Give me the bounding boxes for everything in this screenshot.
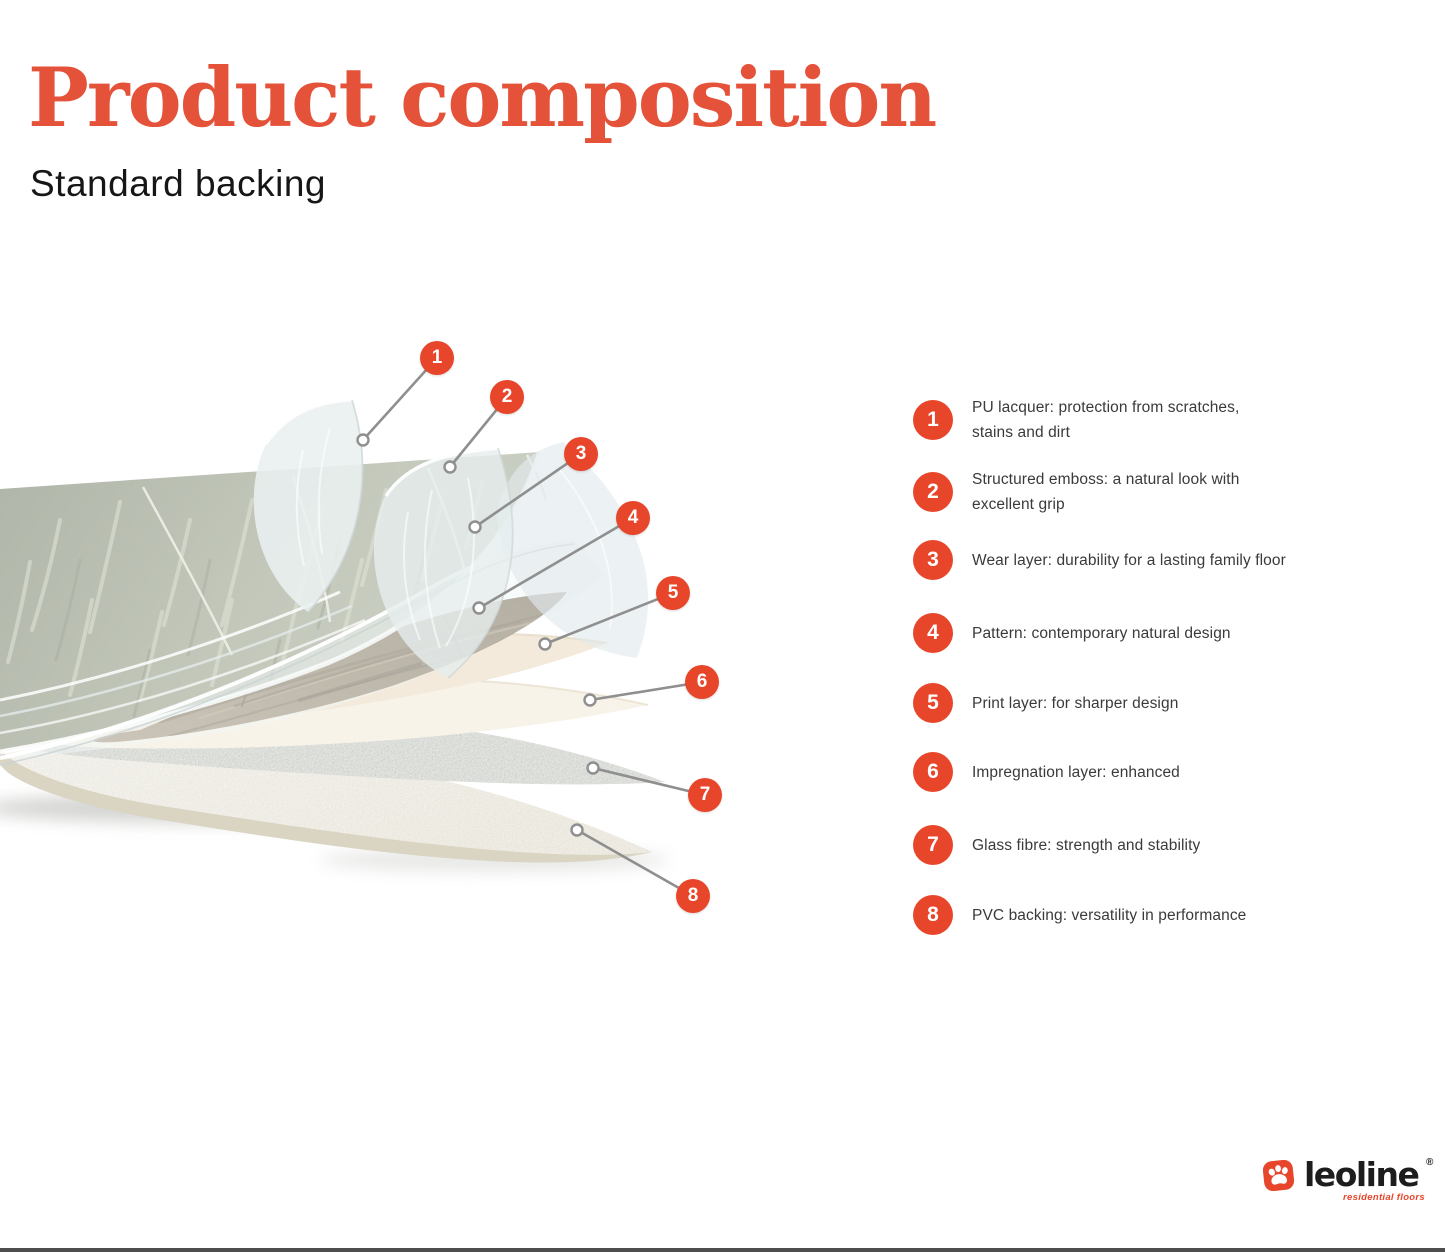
legend-text: Pattern: contemporary natural design: [972, 624, 1231, 642]
brand-name: leoline: [1304, 1155, 1420, 1194]
legend-text: PVC backing: versatility in performance: [972, 906, 1247, 924]
legend-badge-7: 7: [913, 825, 953, 865]
legend-badge-6: 6: [913, 752, 953, 792]
legend-text: Glass fibre: strength and stability: [972, 836, 1201, 854]
registered-mark: ®: [1426, 1157, 1434, 1168]
legend-item: 5 Print layer: for sharper design: [913, 683, 1362, 723]
brand-tagline: residential floors: [1343, 1192, 1425, 1203]
legend-text: Impregnation layer: enhanced: [972, 763, 1180, 781]
callout-badge-8: 8: [676, 879, 710, 913]
layer-2-emboss-curl: [373, 446, 514, 679]
legend-text: Wear layer: durability for a lasting fam…: [972, 551, 1286, 569]
callout-badge-4: 4: [616, 501, 650, 535]
legend-item: 3 Wear layer: durability for a lasting f…: [913, 540, 1362, 580]
footer-rule: [0, 1248, 1445, 1252]
paw-icon: [1263, 1160, 1294, 1191]
brand-logo: leoline ® residential floors: [1263, 1155, 1433, 1210]
legend-item: 7 Glass fibre: strength and stability: [913, 825, 1362, 865]
legend-badge-5: 5: [913, 683, 953, 723]
callout-badge-1: 1: [420, 341, 454, 375]
legend-item: 2 Structured emboss: a natural look with…: [913, 467, 1362, 517]
layer-1-pu-lacquer-curl: [253, 398, 364, 613]
legend-badge-1: 1: [913, 400, 953, 440]
callout-badge-2: 2: [490, 380, 524, 414]
callout-badge-7: 7: [688, 778, 722, 812]
page-title: Product composition: [28, 51, 937, 146]
legend-badge-8: 8: [913, 895, 953, 935]
legend-text: Print layer: for sharper design: [972, 694, 1179, 712]
legend-item: 1 PU lacquer: protection from scratches,…: [913, 395, 1362, 445]
legend-item: 8 PVC backing: versatility in performanc…: [913, 895, 1362, 935]
legend-item: 4 Pattern: contemporary natural design: [913, 613, 1362, 653]
callout-badge-6: 6: [685, 665, 719, 699]
callout-badge-3: 3: [564, 437, 598, 471]
legend-badge-2: 2: [913, 472, 953, 512]
page-subtitle: Standard backing: [30, 163, 326, 204]
ring-markers: [356, 433, 600, 837]
legend-text: Structured emboss: a natural look with e…: [972, 471, 1240, 513]
legend-badge-3: 3: [913, 540, 953, 580]
callout-badge-5: 5: [656, 576, 690, 610]
callout-connectors: [362, 357, 706, 898]
legend-text: PU lacquer: protection from scratches, s…: [972, 399, 1240, 441]
legend-item: 6 Impregnation layer: enhanced: [913, 752, 1362, 792]
legend-badge-4: 4: [913, 613, 953, 653]
